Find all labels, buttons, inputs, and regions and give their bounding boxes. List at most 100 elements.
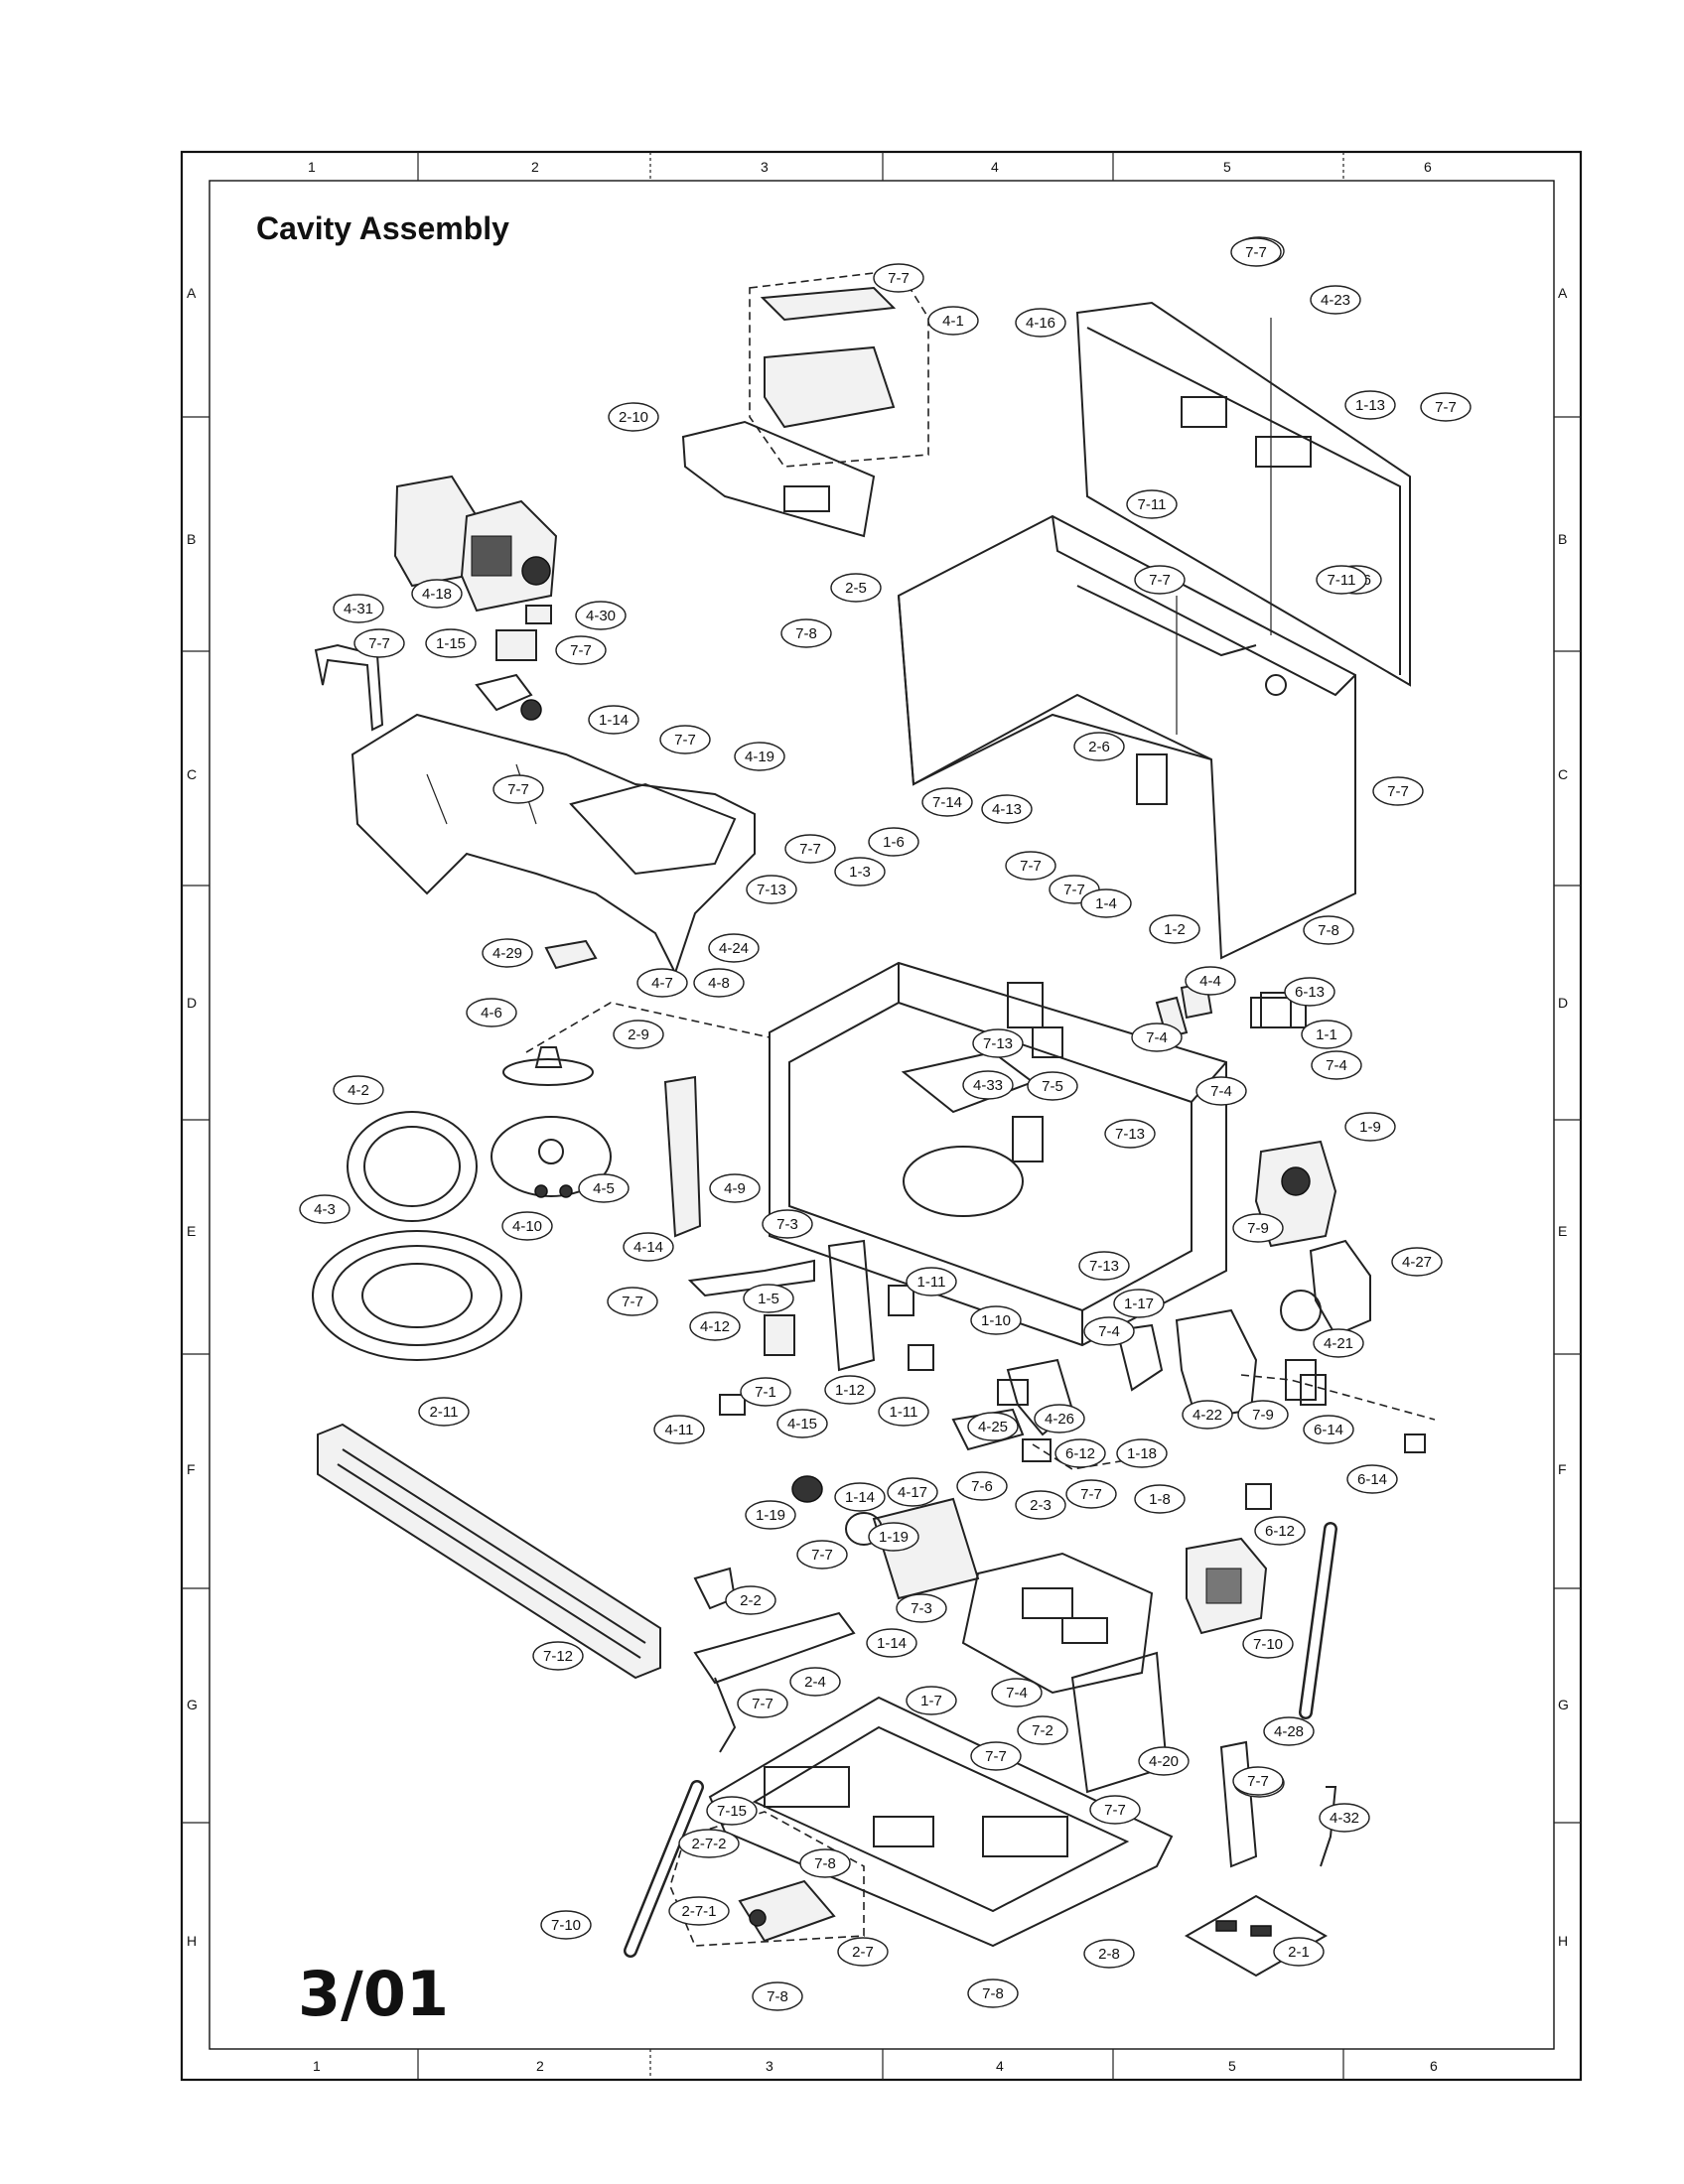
part-callout: 4-14 (623, 1232, 674, 1262)
callout-text: 7-8 (767, 1988, 788, 2005)
callout-text: 7-9 (1247, 1220, 1269, 1237)
part-callout: 7-7 (784, 834, 836, 864)
part-callout: 7-9 (1237, 1400, 1289, 1430)
callout-text: 7-4 (1326, 1057, 1347, 1074)
callout-ellipse (613, 1020, 664, 1049)
part-callout: 1-4 (1080, 888, 1132, 918)
part-callout: 7-8 (752, 1981, 803, 2011)
callout-ellipse (668, 1896, 730, 1926)
callout-text: 7-6 (971, 1478, 993, 1495)
part-callout: 6-12 (1254, 1516, 1306, 1546)
part-callout: 7-4 (1083, 1316, 1135, 1346)
part-callout: 7-2 (1017, 1715, 1068, 1745)
callout-text: 1-5 (758, 1291, 779, 1307)
callout-ellipse (492, 774, 544, 804)
part-callout: 4-22 (1182, 1400, 1233, 1430)
callout-ellipse (1089, 1795, 1141, 1825)
callout-text: 7-7 (507, 781, 529, 798)
part-callout: 7-9 (1232, 1213, 1284, 1243)
callout-ellipse (299, 1194, 351, 1224)
grid-row-b-right: B (1558, 531, 1567, 547)
callout-ellipse (1034, 1404, 1085, 1433)
grid-row-g-left: G (187, 1697, 198, 1712)
callout-text: 7-7 (1020, 858, 1042, 875)
callout-text: 6-14 (1357, 1471, 1387, 1488)
part-callout: 7-12 (532, 1641, 584, 1671)
callout-ellipse (762, 1209, 813, 1239)
callout-ellipse (588, 705, 639, 735)
part-callout: 2-9 (613, 1020, 664, 1049)
grid-row-c-right: C (1558, 766, 1568, 782)
callout-ellipse (921, 787, 973, 817)
grid-row-e-right: E (1558, 1223, 1567, 1239)
callout-text: 4-7 (651, 975, 673, 992)
grid-col-2-top: 2 (531, 159, 539, 175)
callout-text: 7-9 (1252, 1407, 1274, 1424)
part-callout: 4-23 (1310, 285, 1361, 315)
callout-text: 4-24 (719, 940, 749, 957)
callout-text: 1-2 (1164, 921, 1186, 938)
callout-ellipse (740, 1377, 791, 1407)
part-callout: 1-12 (824, 1375, 876, 1405)
part-callout: 4-3 (299, 1194, 351, 1224)
callout-text: 7-8 (982, 1985, 1004, 2002)
grid-row-f-left: F (187, 1461, 196, 1477)
callout-ellipse (1073, 732, 1125, 761)
callout-text: 4-29 (492, 945, 522, 962)
callout-ellipse (1083, 1316, 1135, 1346)
part-callout: 7-10 (540, 1910, 592, 1940)
grid-col-6-bottom: 6 (1430, 2058, 1438, 2074)
callout-text: 4-20 (1149, 1753, 1179, 1770)
callout-text: 7-3 (911, 1600, 932, 1617)
callout-text: 7-10 (551, 1917, 581, 1934)
callout-ellipse (906, 1267, 957, 1297)
callout-text: 1-9 (1359, 1119, 1381, 1136)
callout-ellipse (746, 875, 797, 904)
callout-ellipse (1134, 1484, 1186, 1514)
grid-row-b-left: B (187, 531, 196, 547)
callout-ellipse (1083, 1939, 1135, 1969)
callout-ellipse (789, 1667, 841, 1697)
callout-ellipse (425, 628, 477, 658)
callout-text: 2-1 (1288, 1944, 1310, 1961)
part-callout: 4-1 (927, 306, 979, 336)
part-callout: 7-8 (799, 1848, 851, 1878)
callout-ellipse (501, 1211, 553, 1241)
callout-ellipse (734, 742, 785, 771)
callout-text: 2-8 (1098, 1946, 1120, 1963)
callout-ellipse (1263, 1716, 1315, 1746)
part-callout: 4-12 (689, 1311, 741, 1341)
part-callout: 4-27 (1391, 1247, 1443, 1277)
callout-ellipse (906, 1686, 957, 1715)
callout-ellipse (1131, 1023, 1183, 1052)
part-callout: 4-15 (776, 1409, 828, 1438)
callout-ellipse (873, 263, 924, 293)
callout-text: 7-11 (1138, 496, 1167, 513)
callout-text: 7-7 (1104, 1802, 1126, 1819)
callout-text: 7-7 (985, 1748, 1007, 1765)
grid-row-e-left: E (187, 1223, 196, 1239)
part-callout: 4-28 (1263, 1716, 1315, 1746)
callout-text: 6-12 (1065, 1445, 1095, 1462)
callout-text: 1-13 (1355, 397, 1385, 414)
callout-text: 4-8 (708, 975, 730, 992)
grid-column-labels-bottom: 1 2 3 4 5 6 (313, 2058, 1438, 2074)
callout-ellipse (1310, 285, 1361, 315)
parts-artwork (312, 269, 1436, 1978)
part-callout: 4-10 (501, 1211, 553, 1241)
callout-text: 4-17 (898, 1484, 927, 1501)
callout-text: 7-7 (1149, 572, 1171, 589)
part-callout: 7-13 (1104, 1119, 1156, 1149)
callout-ellipse (1232, 1766, 1284, 1796)
grid-row-h-right: H (1558, 1933, 1568, 1949)
callout-ellipse (1080, 888, 1132, 918)
part-callout: 2-2 (725, 1585, 776, 1615)
callout-ellipse (1015, 308, 1066, 338)
callout-text: 7-7 (752, 1696, 773, 1712)
callout-text: 7-15 (717, 1803, 747, 1820)
callout-text: 2-3 (1030, 1497, 1052, 1514)
callout-text: 4-18 (422, 586, 452, 603)
part-callout: 7-7 (1372, 776, 1424, 806)
callout-text: 1-4 (1095, 895, 1117, 912)
callout-ellipse (780, 618, 832, 648)
